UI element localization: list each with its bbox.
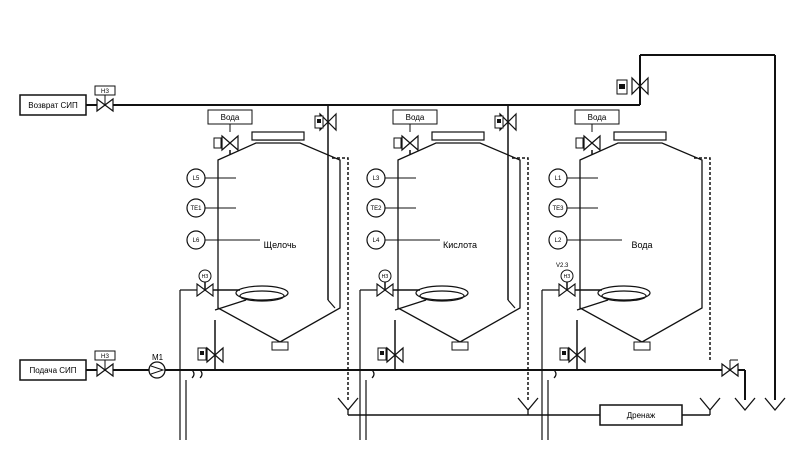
tank-3-water-label: Вода bbox=[588, 113, 607, 122]
tank-1-sensor-1: L5 bbox=[193, 176, 200, 182]
return-cip-label: Возврат СИП bbox=[28, 101, 78, 110]
tank-1-sensor-2: TE1 bbox=[190, 206, 202, 212]
tank-2-name: Кислота bbox=[443, 240, 477, 250]
drain-box bbox=[599, 404, 683, 426]
supply-nz-valve[interactable]: НЗ bbox=[94, 350, 116, 378]
pump-m1-label: M1 bbox=[152, 353, 164, 362]
tank-3-name: Вода bbox=[631, 240, 652, 250]
tank-2-water-label: Вода bbox=[406, 113, 425, 122]
tank-3-nz-tag: НЗ bbox=[564, 274, 571, 280]
tank-2-sensor-2: TE2 bbox=[370, 206, 382, 212]
supply-nz-label: НЗ bbox=[101, 354, 109, 360]
tank-3: Вода L1 TE3 L2 Вода V2.3 НЗ bbox=[541, 109, 711, 440]
tank-2: Вода L3 TE2 L4 Кислота НЗ bbox=[359, 105, 529, 440]
return-riser-valve[interactable] bbox=[616, 76, 649, 96]
tank-2-water-box bbox=[392, 109, 438, 125]
drain-label: Дренаж bbox=[627, 411, 656, 420]
tank-2-sensor-1: L3 bbox=[373, 176, 380, 182]
pump-m1[interactable]: M1 bbox=[148, 353, 166, 379]
tank-3-sensor-1: L1 bbox=[555, 176, 562, 182]
tank-1-sensor-3: L6 bbox=[193, 238, 200, 244]
return-nz-valve[interactable]: НЗ bbox=[94, 85, 116, 113]
return-nz-label: НЗ bbox=[101, 89, 109, 95]
drain-funnels bbox=[337, 397, 786, 415]
tank-1-nz-tag: НЗ bbox=[202, 274, 209, 280]
tank-2-sensor-3: L4 bbox=[373, 238, 380, 244]
tank-1: Вода L5 TE1 L6 Щелочь bbox=[179, 105, 349, 440]
supply-end-valve[interactable] bbox=[721, 359, 739, 378]
tank-1-water-label: Вода bbox=[221, 113, 240, 122]
supply-cip-label: Подача СИП bbox=[29, 366, 76, 375]
tank-2-nz-tag: НЗ bbox=[382, 274, 389, 280]
tank-3-v23-label: V2.3 bbox=[556, 263, 569, 269]
tank-3-water-box bbox=[574, 109, 620, 125]
tank-3-sensor-2: TE3 bbox=[552, 206, 564, 212]
tank-1-name: Щелочь bbox=[264, 240, 297, 250]
tank-3-sensor-3: L2 bbox=[555, 238, 562, 244]
